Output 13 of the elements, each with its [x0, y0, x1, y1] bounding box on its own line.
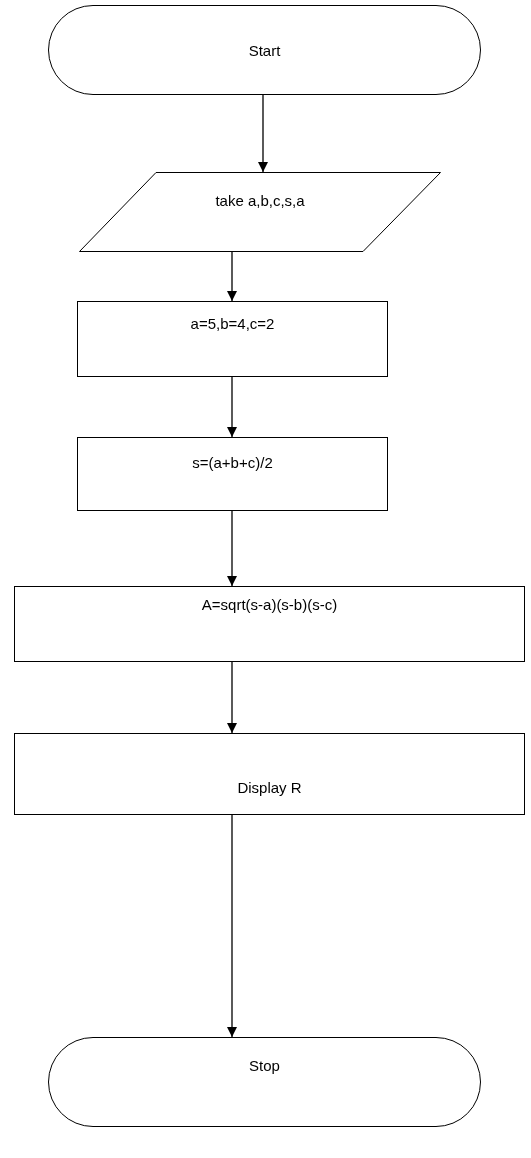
arrow — [227, 510, 237, 587]
node-label: Start — [247, 42, 282, 59]
arrow — [227, 251, 237, 302]
arrow — [258, 94, 268, 173]
node-label: Stop — [248, 1057, 281, 1074]
node-label: s=(a+b+c)/2 — [191, 454, 274, 471]
arrow — [227, 661, 237, 734]
node-label: Display R — [236, 779, 303, 796]
node-label: take a,b,c,s,a — [214, 192, 306, 209]
arrow — [227, 376, 237, 438]
arrow — [227, 814, 237, 1038]
node-label: A=sqrt(s-a)(s-b)(s-c) — [200, 596, 339, 613]
node-label: a=5,b=4,c=2 — [189, 315, 276, 332]
